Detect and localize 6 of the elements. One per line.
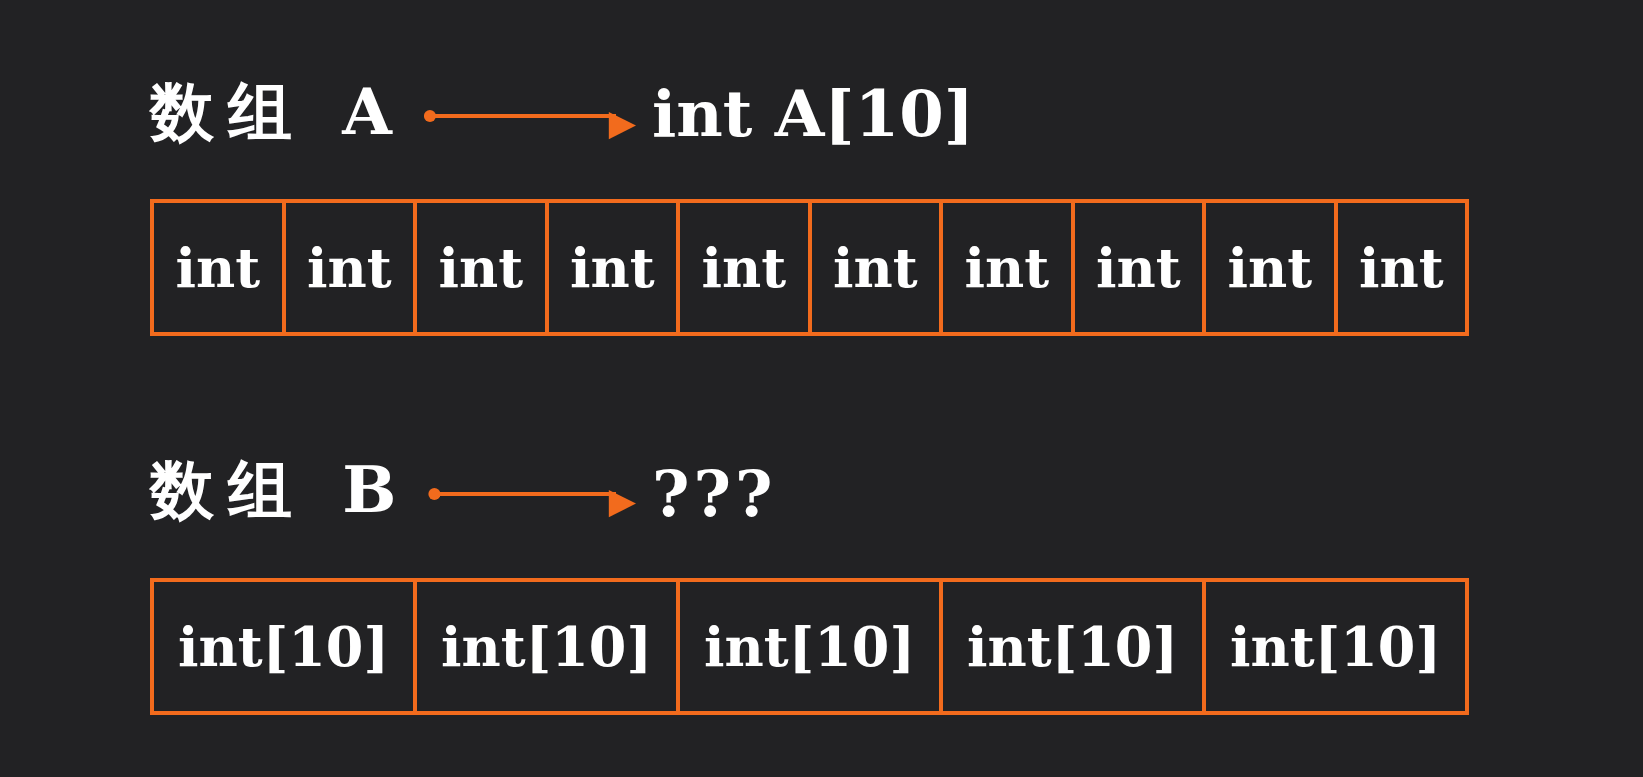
array-label: 数组 A: [150, 80, 406, 144]
arrow: [423, 110, 636, 140]
arrow: [428, 488, 636, 518]
declaration-text: int A[10]: [652, 82, 974, 146]
question-text: ???: [652, 462, 777, 526]
array-label: 数组 B: [150, 458, 411, 522]
